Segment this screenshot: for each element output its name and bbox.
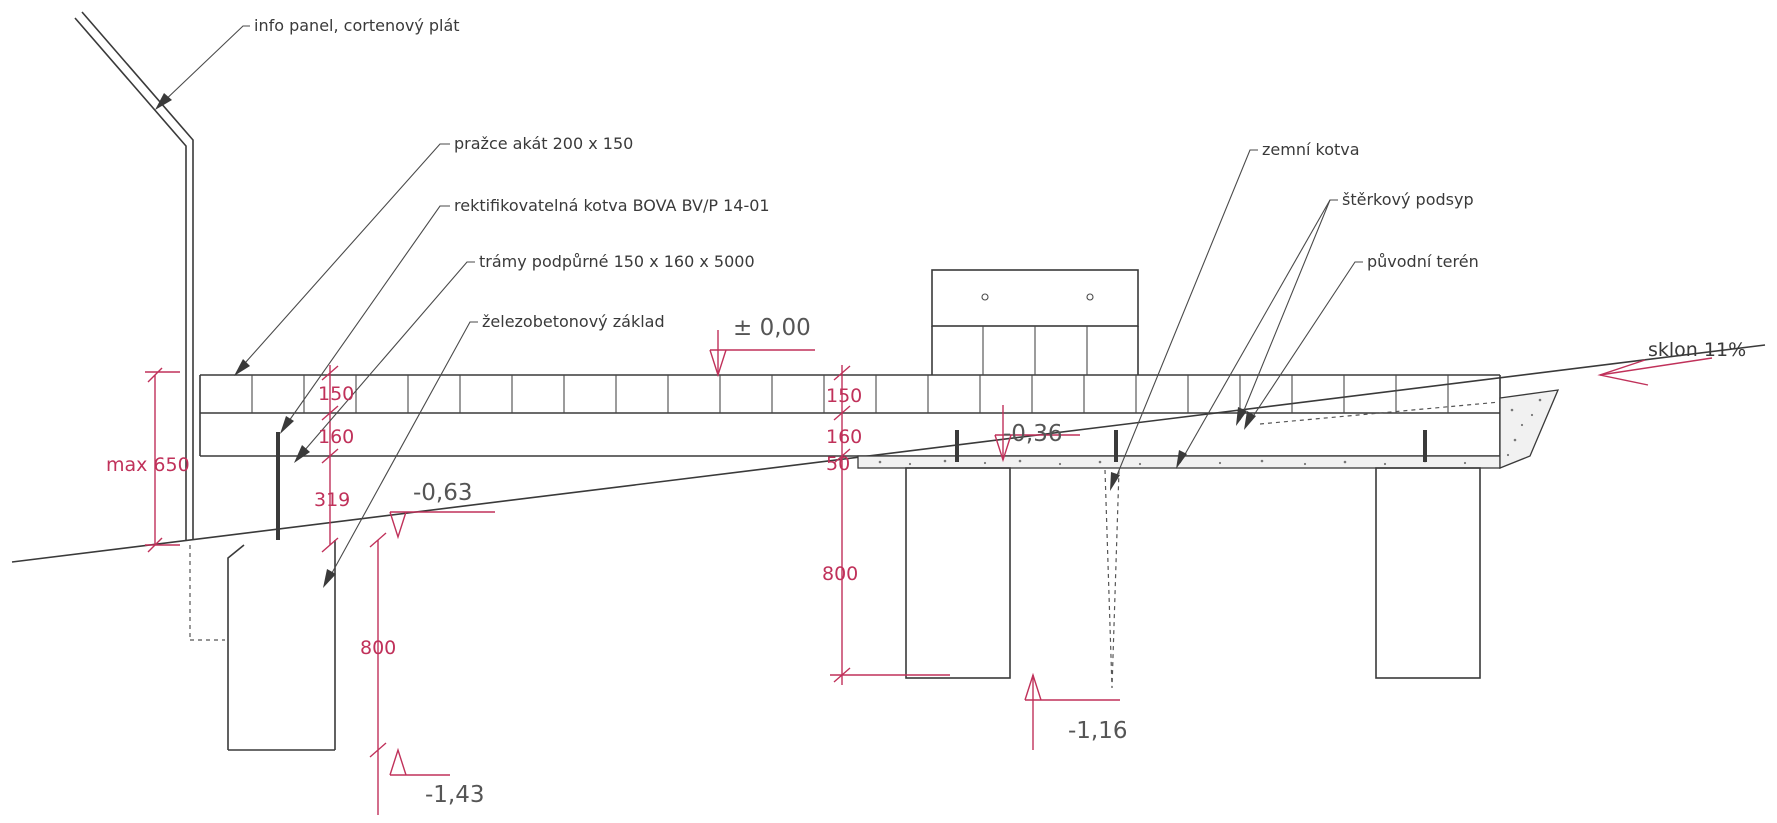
dimension-lines xyxy=(145,330,1120,815)
left-foundation xyxy=(227,540,336,751)
dim-left-160: 160 xyxy=(318,426,354,448)
adjustable-anchors xyxy=(276,430,1427,540)
dim-mid-50: 50 xyxy=(826,453,850,475)
label-prazce: pražce akát 200 x 150 xyxy=(454,134,633,153)
dim-mid-150: 150 xyxy=(826,385,862,407)
right-foundation xyxy=(1375,467,1481,679)
label-sterkovy-podsyp: štěrkový podsyp xyxy=(1342,190,1474,209)
terrain-line xyxy=(11,344,1766,563)
dim-mid-160: 160 xyxy=(826,426,862,448)
gravel-bed xyxy=(857,389,1560,469)
level-minus-116: -1,16 xyxy=(1068,718,1128,744)
label-info-panel: info panel, cortenový plát xyxy=(254,16,460,35)
middle-foundation xyxy=(905,467,1011,679)
level-zero: ± 0,00 xyxy=(733,315,811,341)
label-puvodni-teren: původní terén xyxy=(1367,252,1479,271)
dim-left-800: 800 xyxy=(360,637,396,659)
label-zaklad: železobetonový základ xyxy=(482,312,665,331)
dim-left-150: 150 xyxy=(318,383,354,405)
ground-anchor xyxy=(1104,469,1120,689)
dim-mid-800: 800 xyxy=(822,563,858,585)
label-tramy: trámy podpůrné 150 x 160 x 5000 xyxy=(479,252,755,271)
bench-box xyxy=(931,269,1139,375)
level-minus-063: -0,63 xyxy=(413,480,473,506)
info-panel xyxy=(74,11,225,641)
level-minus-143: -1,43 xyxy=(425,782,485,808)
level-minus-036: -0,36 xyxy=(1003,421,1063,447)
label-zemni-kotva: zemní kotva xyxy=(1262,140,1360,159)
label-kotva-bova: rektifikovatelná kotva BOVA BV/P 14-01 xyxy=(454,196,770,215)
dim-max-650: max 650 xyxy=(106,454,190,476)
leader-lines xyxy=(155,25,1501,588)
dim-left-319: 319 xyxy=(314,489,350,511)
label-sklon: sklon 11% xyxy=(1648,339,1746,361)
slope-arrow-icon xyxy=(1597,357,1713,386)
